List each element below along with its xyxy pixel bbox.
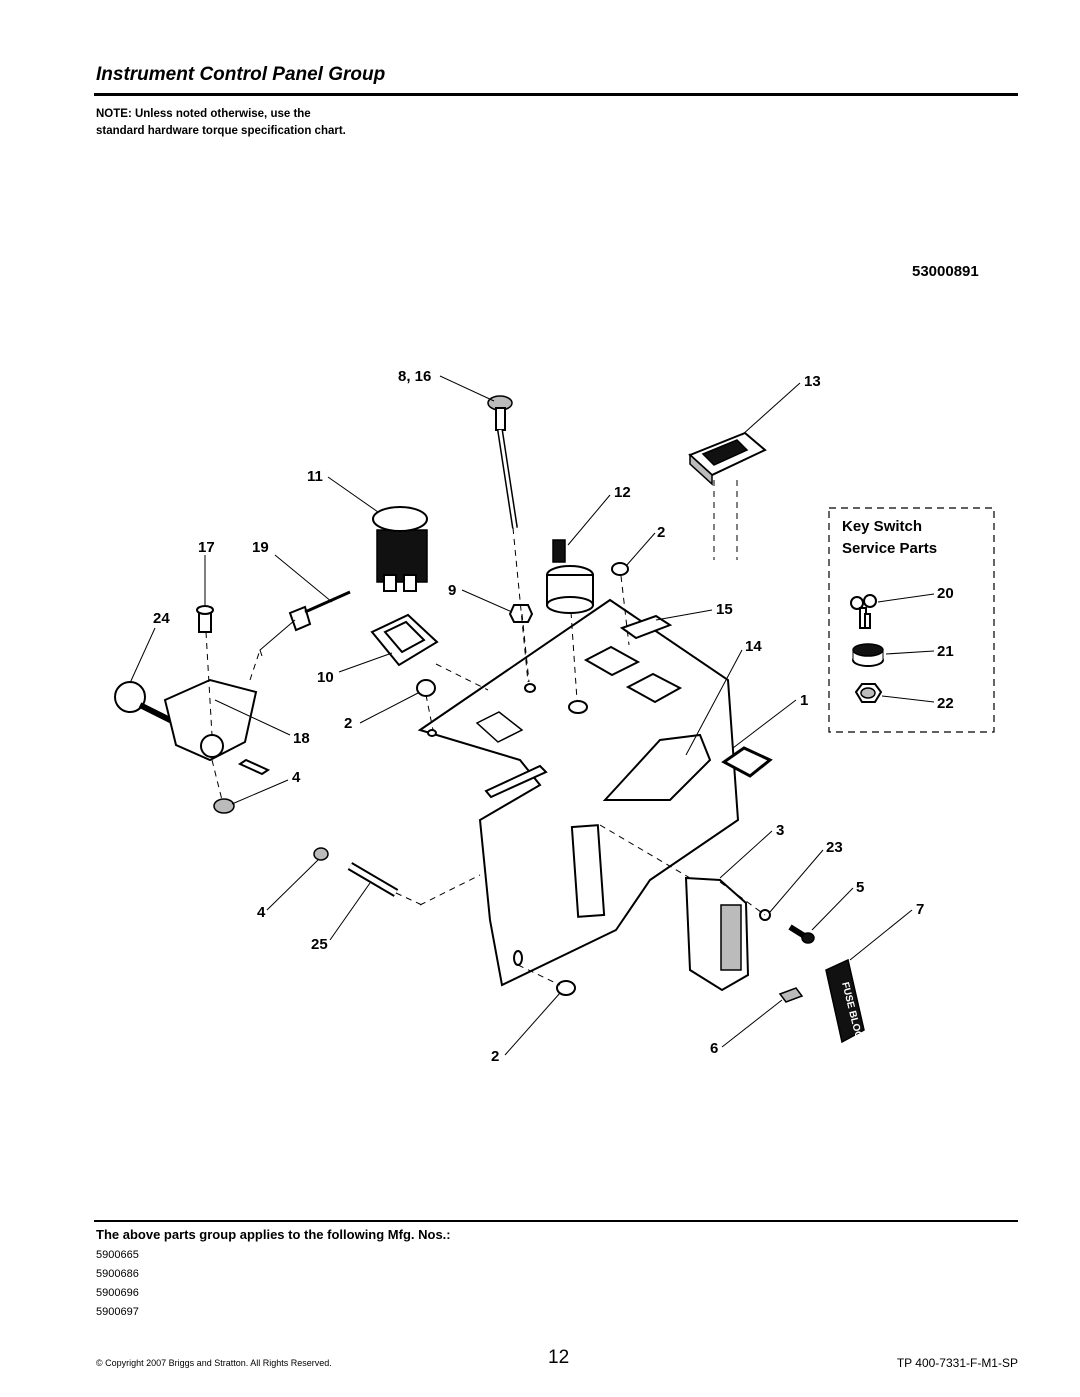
screw-part	[556, 980, 576, 996]
callout-2: 2	[344, 715, 352, 732]
reference-number: 53000891	[912, 263, 979, 280]
screw-part	[416, 679, 436, 697]
callout-8-16: 8, 16	[398, 368, 431, 385]
key-switch-service-box: Key Switch Service Parts	[828, 507, 995, 733]
callout-23: 23	[826, 839, 843, 856]
callout-19: 19	[252, 539, 269, 556]
mfg-number: 5900696	[96, 1287, 139, 1299]
page-number: 12	[548, 1347, 570, 1368]
copyright-notice: © Copyright 2007 Briggs and Stratton. Al…	[96, 1358, 332, 1368]
callout-6: 6	[710, 1040, 718, 1057]
mfg-number: 5900665	[96, 1249, 139, 1261]
nut-part	[313, 847, 329, 861]
applies-rule	[94, 1220, 1018, 1222]
document-id: TP 400-7331-F-M1-SP	[896, 1356, 1018, 1370]
callout-12: 12	[614, 484, 631, 501]
exploded-parts-diagram: 53000891 Key Switch Service Parts	[114, 263, 995, 1065]
callout-11: 11	[307, 468, 323, 485]
callout-1: 1	[800, 692, 808, 709]
callout-labels: 8, 16 13 11 12 17 19 2 24 9 15 14 10 1 2…	[153, 368, 954, 1065]
title-rule	[94, 93, 1018, 96]
callout-25: 25	[311, 936, 328, 953]
callout-17: 17	[198, 539, 215, 556]
nut-part	[508, 604, 534, 623]
key-switch-box-subtitle: Service Parts	[842, 540, 937, 557]
callout-21: 21	[937, 643, 954, 660]
callout-2: 2	[491, 1048, 499, 1065]
leader-lines	[129, 375, 935, 1056]
mfg-number-list: 5900665 5900686 5900696 5900697	[96, 1246, 139, 1322]
callout-9: 9	[448, 582, 456, 599]
callout-18: 18	[293, 730, 310, 747]
hour-meter-part	[688, 431, 767, 486]
callout-13: 13	[804, 373, 821, 390]
callout-7: 7	[916, 901, 924, 918]
page-title: Instrument Control Panel Group	[96, 64, 386, 85]
fuse-part	[778, 987, 804, 1003]
nut-part	[213, 798, 235, 814]
pto-switch-part	[372, 506, 428, 592]
callout-4: 4	[257, 904, 266, 921]
alignment-lines	[205, 480, 766, 986]
mfg-number: 5900686	[96, 1268, 139, 1280]
fuse-bracket-part	[684, 876, 750, 992]
callout-14: 14	[745, 638, 762, 655]
cap-part	[852, 643, 884, 667]
callout-22: 22	[937, 695, 954, 712]
callout-20: 20	[937, 585, 954, 602]
throttle-control-part	[114, 590, 351, 776]
bezel-opening	[383, 620, 426, 654]
pin-part	[347, 862, 399, 897]
choke-cable-part	[487, 395, 518, 529]
fuse-block-part: FUSE BLOCK	[825, 958, 866, 1048]
key-switch-box-title: Key Switch	[842, 518, 922, 535]
callout-2: 2	[657, 524, 665, 541]
callout-3: 3	[776, 822, 784, 839]
ignition-switch-part	[546, 539, 594, 614]
callout-5: 5	[856, 879, 864, 896]
instrument-panel	[417, 598, 773, 987]
torque-note: NOTE: Unless noted otherwise, use the st…	[96, 108, 346, 137]
callout-4: 4	[292, 769, 301, 786]
bolt-part	[788, 924, 815, 944]
nut-part	[854, 683, 883, 703]
applies-heading: The above parts group applies to the fol…	[96, 1227, 451, 1242]
screw-part	[611, 562, 629, 576]
mfg-number: 5900697	[96, 1306, 139, 1318]
callout-10: 10	[317, 669, 334, 686]
callout-24: 24	[153, 610, 170, 627]
cover-part	[619, 614, 673, 640]
key-part	[850, 594, 877, 629]
callout-15: 15	[716, 601, 733, 618]
